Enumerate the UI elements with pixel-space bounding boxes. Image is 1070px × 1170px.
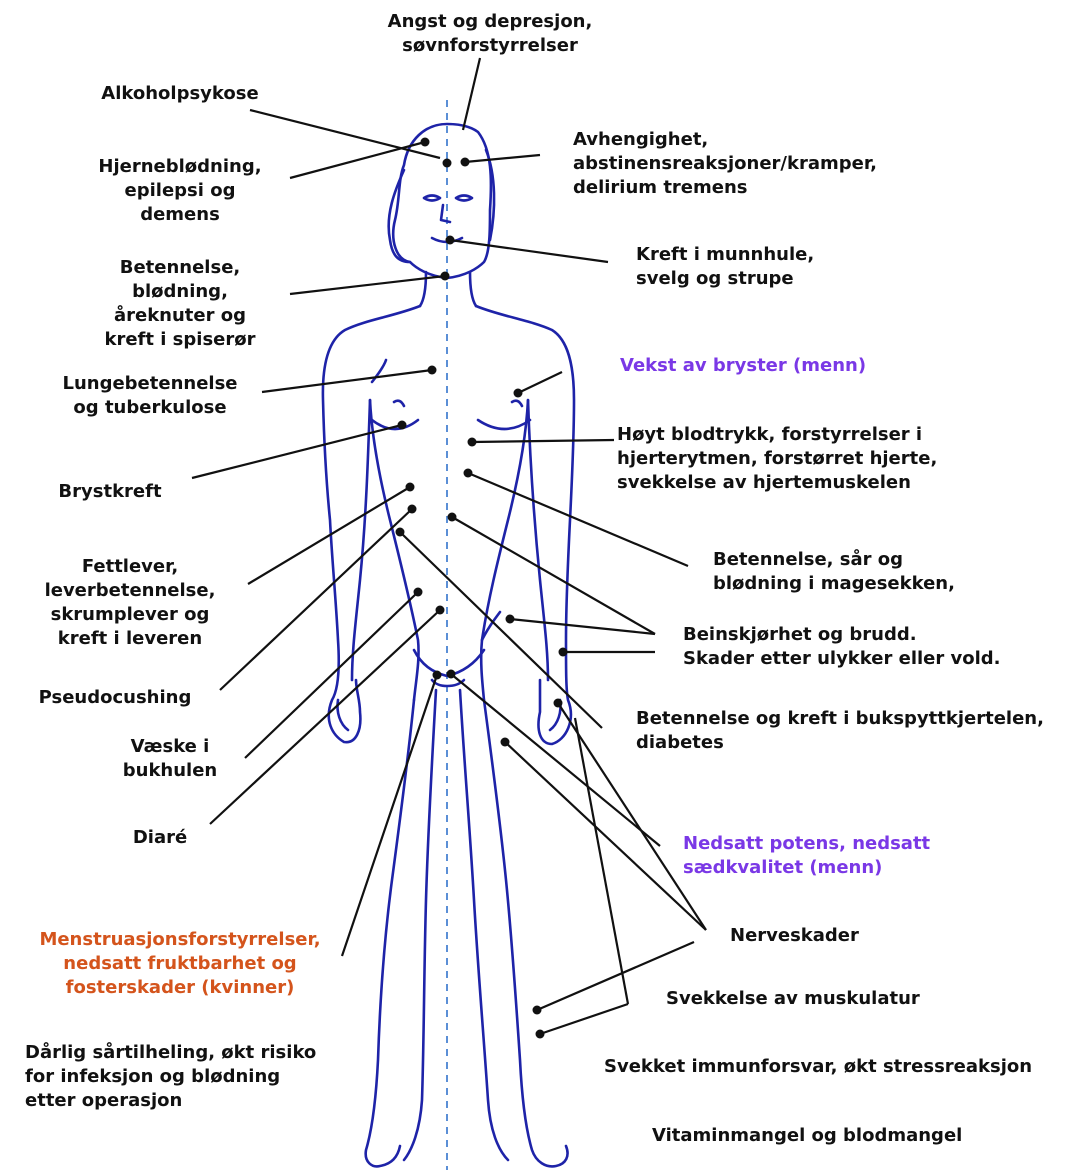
leader-nerve-1 — [505, 742, 706, 930]
leader-diare — [210, 610, 440, 824]
dot-throat — [441, 272, 450, 281]
dot-lung — [428, 366, 437, 375]
label-potens-menn: Nedsatt potens, nedsatt sædkvalitet (men… — [683, 832, 983, 880]
dot-hip — [506, 615, 515, 624]
label-lever: Fettlever, leverbetennelse, skrumplever … — [20, 555, 240, 651]
dot-gut — [436, 606, 445, 615]
leader-spiseror — [290, 276, 445, 294]
leader-munnhule — [450, 240, 608, 262]
label-pseudocushing: Pseudocushing — [20, 686, 210, 710]
label-angst-depresjon: Angst og depresjon, søvnforstyrrelser — [360, 10, 620, 58]
leader-muskulatur-2 — [540, 1004, 628, 1034]
label-avhengighet: Avhengighet, abstinensreaksjoner/kramper… — [573, 128, 913, 200]
dot-breast-right — [514, 389, 523, 398]
leader-angst — [463, 58, 480, 130]
label-spiseror: Betennelse, blødning, åreknuter og kreft… — [70, 256, 290, 352]
label-hjerneblodning: Hjerneblødning, epilepsi og demens — [70, 155, 290, 227]
dot-groin-2 — [447, 670, 456, 679]
leader-alkoholpsykose — [250, 110, 440, 158]
label-brystkreft: Brystkreft — [30, 480, 190, 504]
leader-avhengighet — [465, 155, 540, 162]
leader-bein-1 — [452, 517, 655, 634]
label-sartilheling: Dårlig sårtilheling, økt risiko for infe… — [25, 1041, 365, 1113]
dot-stomach — [448, 513, 457, 522]
label-bryster-menn: Vekst av bryster (menn) — [620, 354, 920, 378]
leader-bukspytt — [400, 532, 602, 728]
label-vaeske-bukhulen: Væske i bukhulen — [90, 735, 250, 783]
leader-bryster — [518, 372, 562, 393]
dot-brain-1 — [443, 159, 452, 168]
dot-thigh — [501, 738, 510, 747]
label-vitaminmangel: Vitaminmangel og blodmangel — [652, 1124, 992, 1148]
leader-hjerte — [472, 440, 614, 442]
dot-abdomen — [414, 588, 423, 597]
label-muskulatur: Svekkelse av muskulatur — [666, 987, 966, 1011]
dot-mouth — [446, 236, 455, 245]
label-immunforsvar: Svekket immunforsvar, økt stressreaksjon — [604, 1055, 1066, 1079]
label-hjerte: Høyt blodtrykk, forstyrrelser i hjertery… — [617, 423, 997, 495]
label-munnhule: Kreft i munnhule, svelg og strupe — [636, 243, 896, 291]
label-lungebetennelse: Lungebetennelse og tuberkulose — [40, 372, 260, 420]
leader-brystkreft — [192, 425, 402, 478]
label-beinskjorhet: Beinskjørhet og brudd. Skader etter ulyk… — [683, 623, 1053, 671]
label-diare: Diaré — [100, 826, 220, 850]
leader-muskulatur-3 — [575, 718, 628, 1004]
dot-calf-2 — [536, 1030, 545, 1039]
dot-liver-2 — [408, 505, 417, 514]
dot-groin-1 — [433, 671, 442, 680]
dot-brain-2 — [461, 158, 470, 167]
label-bukspyttkjertel: Betennelse og kreft i bukspyttkjertelen,… — [636, 707, 1066, 755]
leader-lunge — [262, 370, 432, 392]
dot-hand — [554, 699, 563, 708]
label-magesekk: Betennelse, sår og blødning i magesekken… — [713, 548, 1013, 596]
leader-menstruasjon — [342, 675, 437, 956]
dot-head — [421, 138, 430, 147]
dot-liver — [406, 483, 415, 492]
dot-breast-left — [398, 421, 407, 430]
dot-pancreas — [396, 528, 405, 537]
dot-arm — [559, 648, 568, 657]
dot-heart — [468, 438, 477, 447]
label-menstruasjon-kvinner: Menstruasjonsforstyrrelser, nedsatt fruk… — [10, 928, 350, 1000]
dot-heart-2 — [464, 469, 473, 478]
label-nerveskader: Nerveskader — [730, 924, 930, 948]
leader-vaeske — [245, 592, 418, 758]
label-alkoholpsykose: Alkoholpsykose — [80, 82, 280, 106]
dot-calf-1 — [533, 1006, 542, 1015]
